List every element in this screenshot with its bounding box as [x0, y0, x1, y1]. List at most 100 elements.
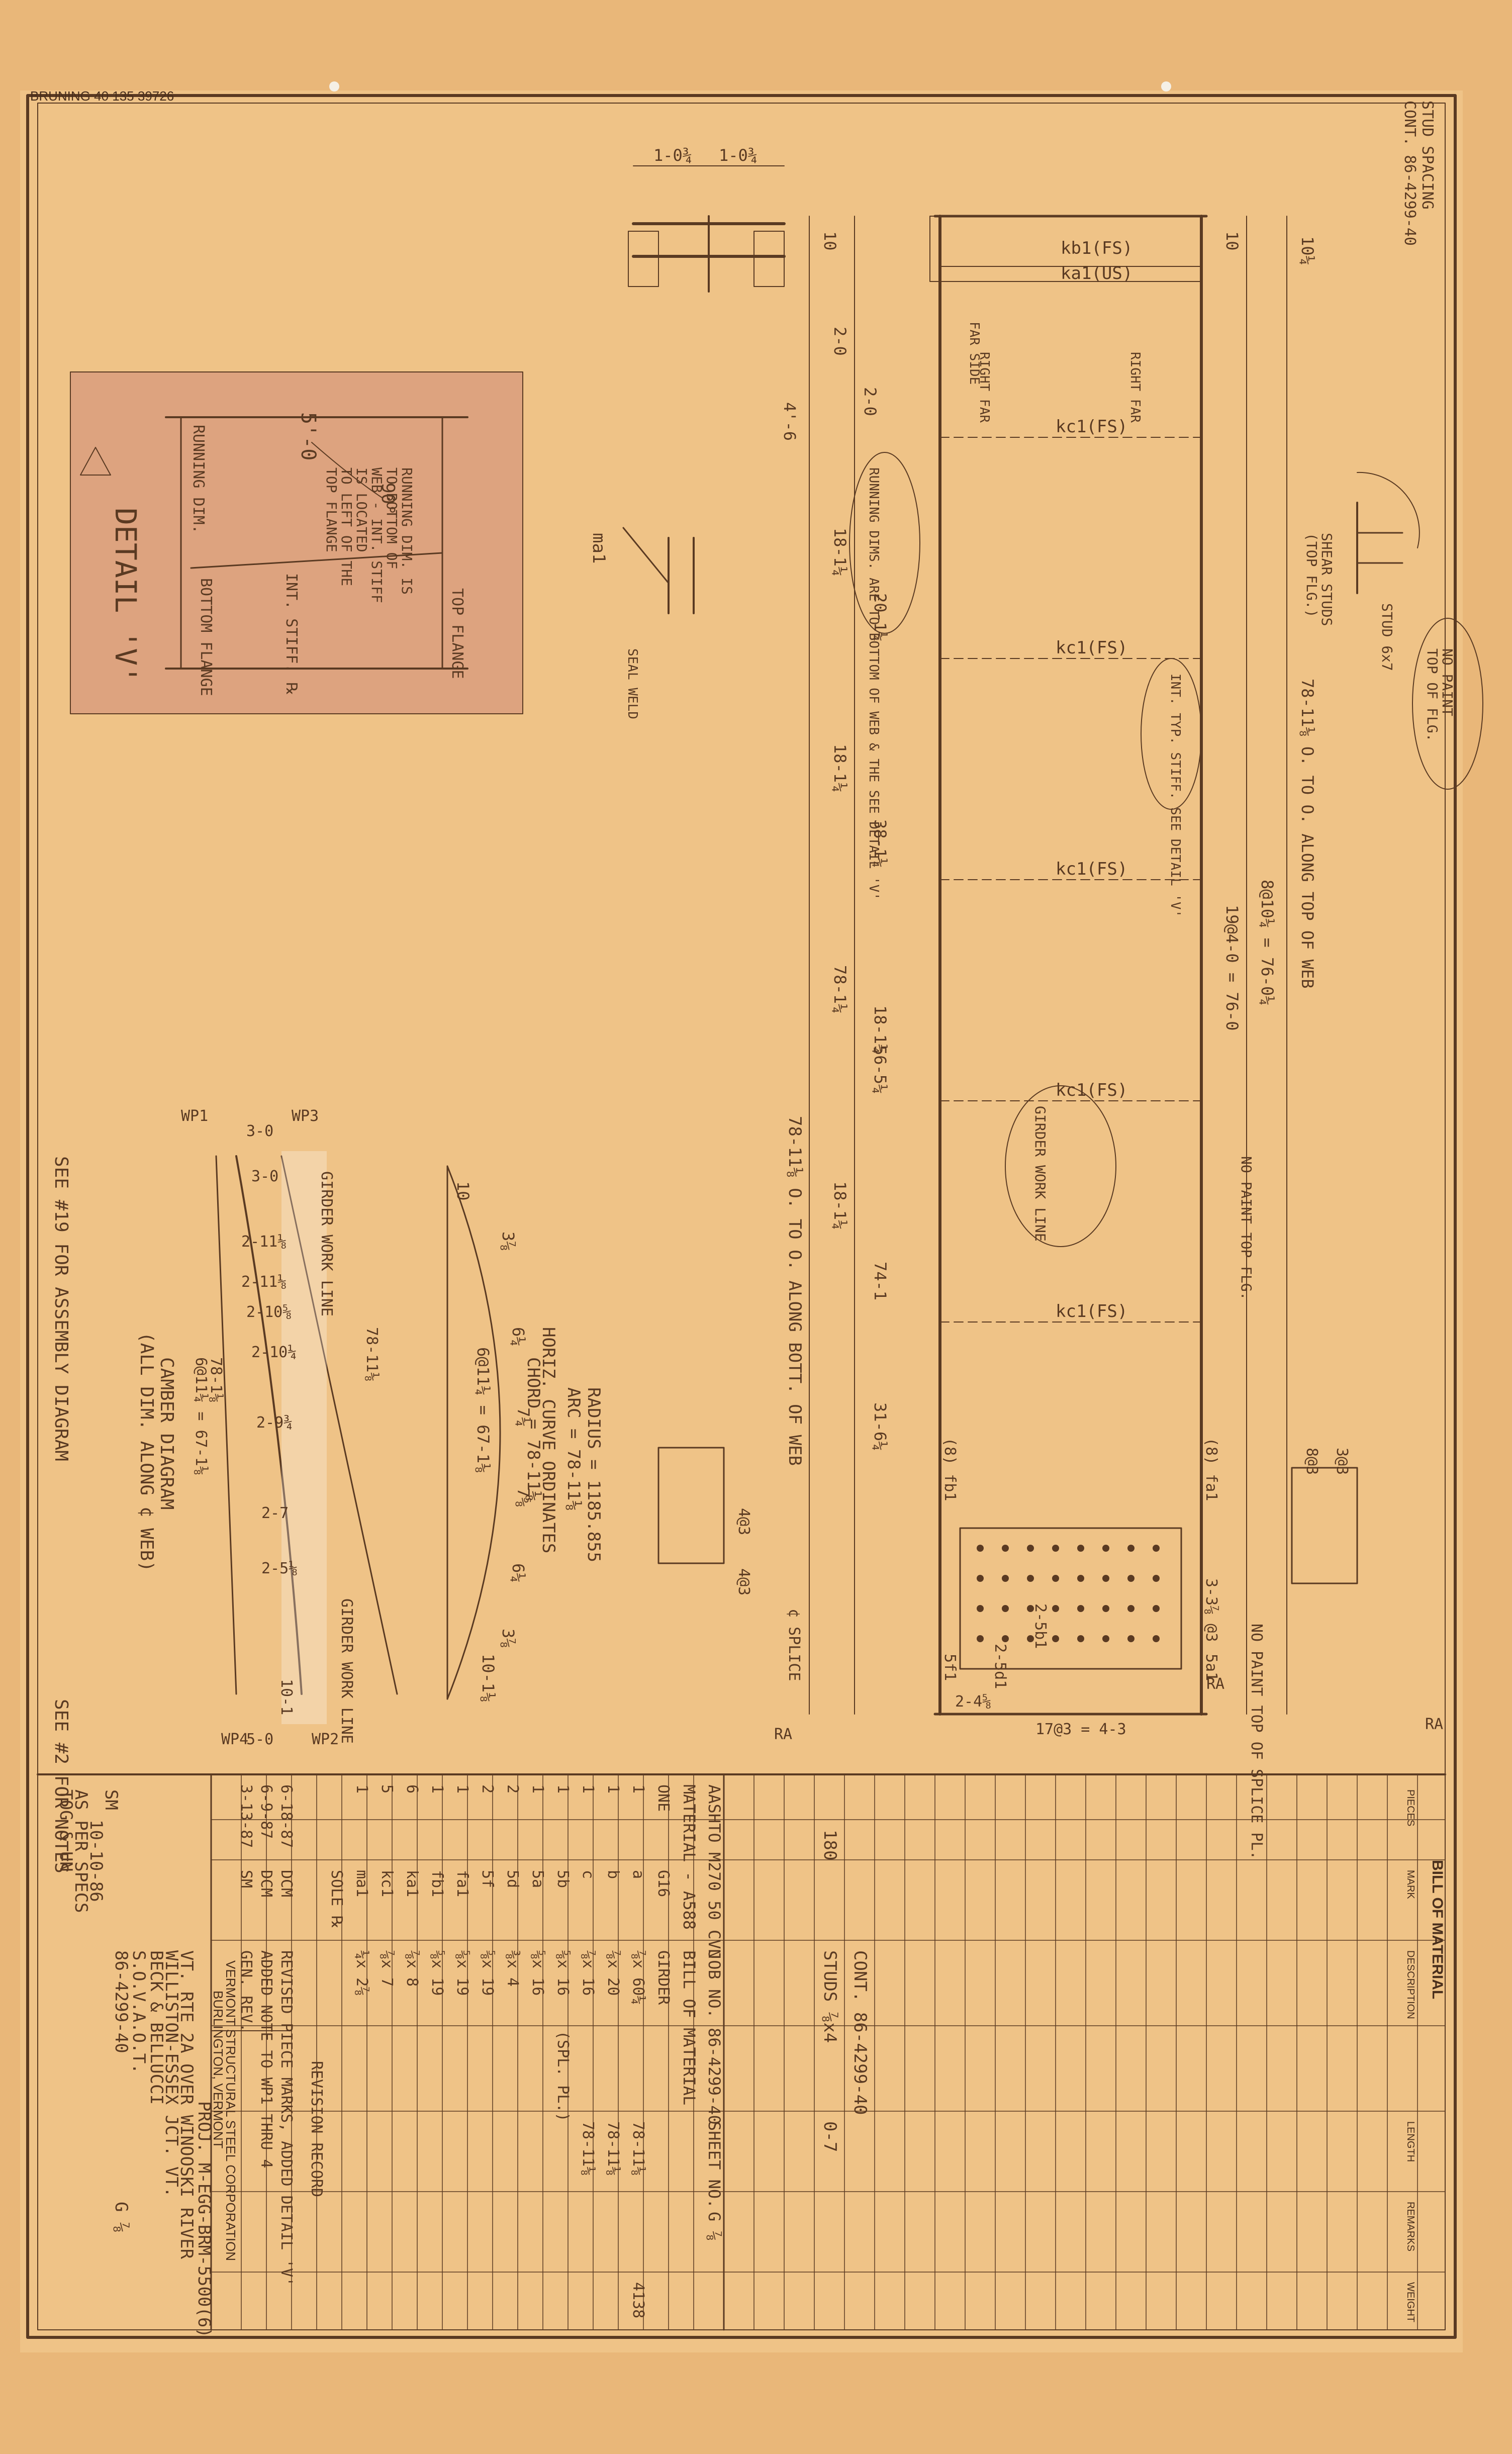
- bom-cell: G16: [654, 1870, 672, 1897]
- chord-dim: 6@11¼ = 67-1⅛: [474, 1347, 493, 1473]
- bom-cell: 5d: [504, 1870, 521, 1888]
- bom-cell: 1: [629, 1784, 647, 1794]
- bom-cell: 1: [554, 1784, 572, 1794]
- revisions-title: REVISION RECORD: [308, 2061, 325, 2197]
- splice-label: 4@3: [735, 1508, 752, 1535]
- plate-label: kc1(FS): [1056, 1301, 1127, 1322]
- bom-row: 1 fb1 ⅝x 19: [428, 1784, 446, 1996]
- bom-row: ONE G16 GIRDER: [654, 1784, 672, 2005]
- camber-dim: 5-0: [246, 1731, 273, 1748]
- dim-left: 18-1¼: [830, 528, 849, 576]
- bom-cell: 5f: [479, 1870, 496, 1888]
- camber-dim: GIRDER WORK LINE: [338, 1598, 355, 1744]
- camber-dim: 6@11¼ = 67-1⅛: [192, 1357, 210, 1475]
- bom-grid: [723, 1774, 1446, 2330]
- bom-title-left: BILL OF MATERIAL: [680, 1950, 699, 2105]
- camber-subtitle: (ALL DIM. ALONG ¢ WEB): [136, 1332, 157, 1572]
- bom-right-cell: 0-7: [820, 2121, 840, 2152]
- bom-cell: GIRDER: [654, 1950, 672, 2005]
- girder-note: NO PAINT TOP FLG.: [1238, 1156, 1255, 1300]
- dim-left: 18-1¼: [871, 1005, 890, 1054]
- bom-cell: fa1: [453, 1870, 471, 1897]
- camber-dim: 10-1: [277, 1679, 295, 1715]
- dim-right: 19@4-0 = 76-0: [1222, 905, 1242, 1030]
- camber-diagram: 3-0 3-0 2-11⅛ 2-11⅛ 2-10⅝ 2-10¼ 2-9¾ 2-7…: [51, 1107, 398, 1873]
- bom-header: PIECES: [1405, 1789, 1416, 1826]
- bom-cell: 1: [579, 1784, 597, 1794]
- radius: RADIUS = 1185.855: [584, 1387, 604, 1562]
- bom-right-cell: 180: [820, 1830, 840, 1860]
- detail-v-label: TOP FLANGE: [448, 588, 466, 679]
- camber-dim: 2-10⅝: [246, 1303, 292, 1321]
- bom-cell: 78-11⅛: [604, 2121, 622, 2176]
- bom-right-row: 180 STUDS ⅞x4 CONT. 86-4299-40 0-7: [820, 1830, 870, 2152]
- owner: S.O.V.A.O.T.: [129, 1950, 149, 2074]
- bom-cell: ⅝x 19: [428, 1950, 446, 1996]
- bom-cell: 78-11⅛: [579, 2121, 597, 2176]
- bom-cell: 1: [428, 1784, 446, 1794]
- camber-dim: 2-11⅛: [241, 1233, 287, 1251]
- ma1-mark: ma1: [589, 533, 609, 563]
- splice-label: 4@3: [735, 1568, 752, 1595]
- dim-left: 38-1¼: [871, 819, 890, 868]
- project-no: PROJ. M-EGG-BRM-5500(6): [194, 2101, 214, 2338]
- detail-v-note-line: TO BOTTOM OF: [384, 467, 400, 569]
- dim-left: 78-1¼: [830, 965, 849, 1013]
- plate-label: kc1(FS): [1056, 859, 1127, 879]
- location: WILLISTON-ESSEX JCT. VT.: [161, 1950, 181, 2197]
- bom-cell: a: [629, 1870, 647, 1879]
- bom-row: 1 5a ⅝x 16: [529, 1784, 546, 1996]
- bom-headers: PIECES MARK DESCRIPTION LENGTH REMARKS W…: [1405, 1789, 1416, 2322]
- plate-label: kc1(FS): [1056, 638, 1127, 658]
- plate-label: kc1(FS): [1056, 417, 1127, 437]
- girder-note: RIGHT FAR: [977, 352, 992, 423]
- bom-sheet-label: SHEET NO.: [705, 2121, 724, 2208]
- splice-label: 17@3 = 4-3: [1035, 1721, 1126, 1738]
- seal-weld-note: SEAL WELD: [625, 648, 640, 719]
- drawn-by: SM: [101, 1789, 121, 1810]
- job-number: 86-4299-40: [111, 1950, 131, 2053]
- drawn-date: 10-10-86: [86, 1820, 106, 1902]
- detail-v-dim: 5'-0: [297, 412, 320, 460]
- dim-left: 74-1: [871, 1262, 890, 1300]
- stud-spacing-line: CONT. 86-4299-40: [1401, 101, 1419, 246]
- stiffener-lines: [939, 437, 1202, 1323]
- dim-left: 18-1¼: [830, 744, 849, 792]
- revision-row: SM: [237, 1870, 255, 1888]
- plate-label: kc1(FS): [1056, 1080, 1127, 1100]
- detail-v-note-line: TOP FLANGE: [323, 467, 340, 552]
- bom-header: LENGTH: [1405, 2121, 1416, 2162]
- splice-label: (8) fa1: [1202, 1438, 1220, 1501]
- bom-row: 6 ka1 ⅞x 8: [403, 1784, 421, 1987]
- curve-title: HORIZ. CURVE ORDINATES: [538, 1327, 558, 1553]
- shear-studs-label: (TOP FLG.): [1303, 533, 1320, 618]
- company-name: VERMONT STRUCTURAL STEEL CORPORATION: [223, 1960, 238, 2261]
- shear-studs-label: STUD 6x7: [1379, 603, 1395, 671]
- ordinate: 10-1⅛: [479, 1654, 498, 1702]
- girder-elevation: kb1(FS) ka1(US) kc1(FS) kc1(FS) kc1(FS) …: [657, 215, 1443, 1860]
- bom-job-no: JOB NO. 86-4299-40: [705, 1950, 724, 2125]
- bom-cell: 1: [353, 1784, 370, 1794]
- girder-note: FAR SIDE: [967, 322, 982, 385]
- bom-cell: ⅞x 20: [604, 1950, 622, 1996]
- splice-label: (8) fb1: [941, 1438, 959, 1501]
- camber-dim: 2-10¼: [251, 1344, 297, 1361]
- camber-dim: 3-0: [251, 1168, 278, 1185]
- bom-header: DESCRIPTION: [1405, 1950, 1416, 2019]
- bom-row: 2 5d ⅜x 4: [504, 1784, 521, 1987]
- bom-cell: 78-11⅛: [629, 2121, 647, 2176]
- overall-bottom-dim: 78-11⅛ O. TO O. ALONG BOTT. OF WEB: [785, 1116, 805, 1466]
- bom-header: REMARKS: [1405, 2202, 1416, 2251]
- camber-dim: 2-5⅛: [261, 1560, 298, 1577]
- revision-row: DCM: [257, 1870, 275, 1897]
- contractor: BECK & BELLUCCI: [146, 1950, 166, 2105]
- bom-material: MATERIAL - A588: [680, 1784, 699, 1930]
- bom-cell: ⅞x 8: [403, 1950, 421, 1987]
- section-dim: 1-0¾: [719, 146, 758, 165]
- camber-wp: WP4: [221, 1731, 248, 1748]
- splice-label: 3-3⅞ @3: [1202, 1578, 1220, 1642]
- company-city: BURLINGTON, VERMONT: [211, 1991, 226, 2149]
- revision-row: REVISED PIECE MARKS, ADDED DETAIL 'V': [277, 1950, 295, 2286]
- dim-right: 10¼: [1298, 236, 1317, 265]
